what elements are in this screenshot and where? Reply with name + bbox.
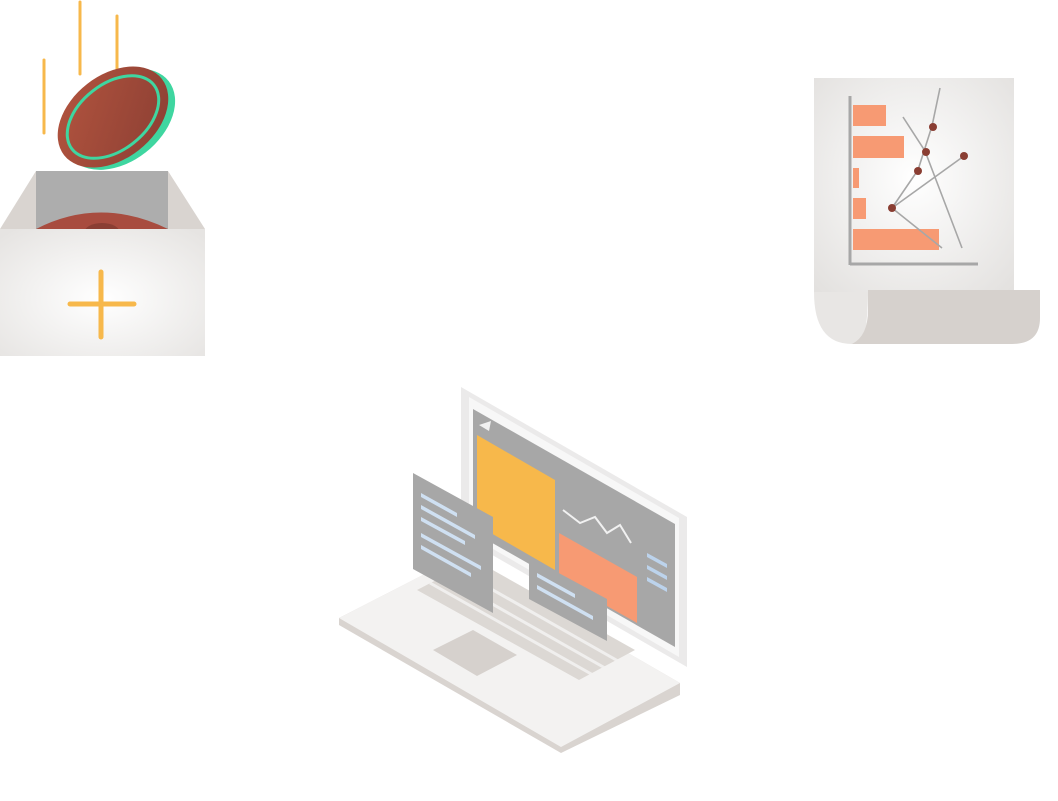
trackpad [433,630,517,676]
coin-deposit-box-icon [0,0,205,356]
laptop-dashboard-icon [339,387,687,753]
coin-icon [57,66,176,170]
chart-report-document-icon [814,78,1040,344]
